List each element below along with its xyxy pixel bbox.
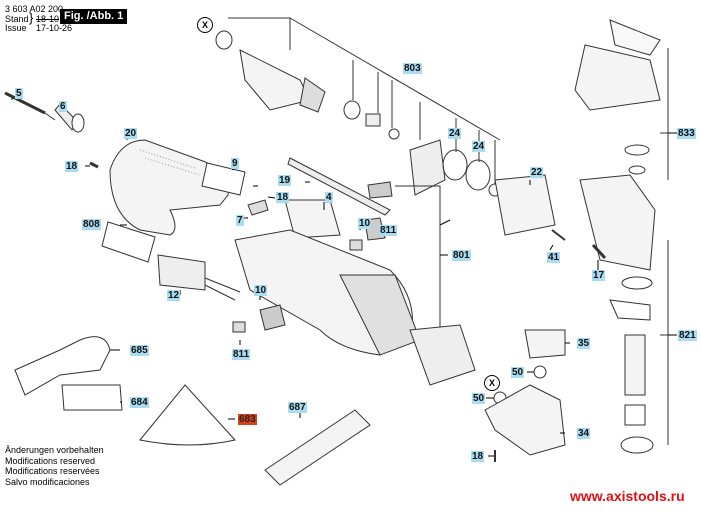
part-label-20[interactable]: 20 bbox=[124, 128, 138, 139]
gear-head-34 bbox=[484, 384, 566, 456]
part-label-24[interactable]: 24 bbox=[472, 141, 486, 152]
website-link[interactable]: www.axistools.ru bbox=[570, 488, 685, 504]
suppressor-12 bbox=[157, 254, 206, 291]
part-label-22[interactable]: 22 bbox=[530, 167, 544, 178]
note-en: Modifications reserved bbox=[5, 455, 96, 466]
part-label-10[interactable]: 10 bbox=[254, 285, 268, 296]
rear-housing bbox=[109, 139, 229, 236]
part-label-34[interactable]: 34 bbox=[577, 428, 591, 439]
pin-41 bbox=[551, 229, 566, 241]
switch-button bbox=[367, 181, 393, 199]
note-es: Salvo modificaciones bbox=[5, 476, 90, 487]
issue-label: Issue bbox=[5, 23, 27, 33]
bracket-821 bbox=[660, 240, 669, 445]
part-label-5[interactable]: 5 bbox=[15, 88, 23, 99]
wires bbox=[204, 277, 241, 301]
brush-holder bbox=[259, 304, 286, 331]
figure-title: Fig. /Abb. 1 bbox=[60, 9, 128, 24]
part-label-41[interactable]: 41 bbox=[547, 252, 561, 263]
part-label-685[interactable]: 685 bbox=[130, 345, 149, 356]
nut-50 bbox=[533, 365, 547, 379]
part-label-808[interactable]: 808 bbox=[82, 219, 101, 230]
disclaimer-notes: Änderungen vorbehalten Modifications res… bbox=[5, 445, 104, 487]
part-label-687[interactable]: 687 bbox=[288, 402, 307, 413]
part-label-811[interactable]: 811 bbox=[232, 349, 251, 360]
stand-label: Stand bbox=[5, 14, 29, 24]
field-winding bbox=[409, 324, 476, 386]
part-label-18[interactable]: 18 bbox=[276, 192, 290, 203]
bracket-line bbox=[228, 17, 291, 50]
part-number: 3 603 A02 200 bbox=[5, 4, 64, 14]
screw-18 bbox=[89, 161, 99, 169]
label-sheet-808 bbox=[101, 221, 156, 263]
brace: } bbox=[29, 10, 34, 25]
cap-lever bbox=[609, 19, 661, 56]
part-label-7[interactable]: 7 bbox=[236, 215, 244, 226]
part-label-18[interactable]: 18 bbox=[471, 451, 485, 462]
bearing bbox=[620, 436, 654, 454]
marker-x: X bbox=[484, 375, 500, 391]
auxiliary-handle bbox=[264, 409, 371, 486]
part-label-18[interactable]: 18 bbox=[65, 161, 79, 172]
sleeve bbox=[624, 404, 646, 426]
ring bbox=[628, 165, 646, 175]
part-label-4[interactable]: 4 bbox=[325, 192, 333, 203]
o-ring bbox=[465, 159, 491, 191]
label-sheet-9 bbox=[201, 162, 246, 196]
part-label-50[interactable]: 50 bbox=[472, 393, 486, 404]
dust-extraction-adapter bbox=[14, 336, 111, 396]
part-label-803[interactable]: 803 bbox=[403, 63, 422, 74]
bracket-line bbox=[289, 17, 501, 141]
part-label-24[interactable]: 24 bbox=[448, 128, 462, 139]
note-de: Änderungen vorbehalten bbox=[5, 445, 104, 455]
carbon-brush bbox=[232, 321, 246, 333]
front-cap bbox=[574, 44, 661, 111]
spindle bbox=[624, 334, 646, 396]
switch-module bbox=[284, 199, 341, 239]
note-fr: Modifications reservées bbox=[5, 466, 100, 476]
part-label-801[interactable]: 801 bbox=[452, 250, 471, 261]
part-label-19[interactable]: 19 bbox=[278, 175, 292, 186]
ring bbox=[621, 276, 653, 290]
part-label-6[interactable]: 6 bbox=[59, 101, 67, 112]
cover-35 bbox=[524, 329, 566, 359]
part-label-683[interactable]: 683 bbox=[238, 414, 257, 425]
part-label-50[interactable]: 50 bbox=[511, 367, 525, 378]
part-label-35[interactable]: 35 bbox=[577, 338, 591, 349]
part-label-17[interactable]: 17 bbox=[592, 270, 606, 281]
part-label-12[interactable]: 12 bbox=[167, 290, 181, 301]
part-label-10[interactable]: 10 bbox=[358, 218, 372, 229]
housing-22 bbox=[494, 174, 556, 236]
ring bbox=[624, 144, 650, 156]
screw-17 bbox=[591, 243, 607, 260]
part-label-811[interactable]: 811 bbox=[379, 225, 398, 236]
gear-housing bbox=[579, 174, 656, 271]
carbon-brush bbox=[349, 239, 363, 251]
armature bbox=[215, 30, 400, 140]
sanding-plate bbox=[139, 384, 236, 446]
wrench bbox=[609, 299, 651, 321]
bracket-833 bbox=[660, 48, 669, 180]
issue-value: 17-10-26 bbox=[36, 23, 73, 33]
switch-rod bbox=[287, 157, 391, 216]
part-label-821[interactable]: 821 bbox=[678, 330, 697, 341]
part-label-833[interactable]: 833 bbox=[677, 128, 696, 139]
adapter-ring bbox=[61, 384, 123, 411]
bracket-801 bbox=[395, 185, 441, 330]
o-ring bbox=[442, 149, 468, 181]
stand-value: 18-10 bbox=[36, 14, 60, 24]
marker-x: X bbox=[197, 17, 213, 33]
part-label-9[interactable]: 9 bbox=[231, 158, 239, 169]
clamp-7 bbox=[247, 199, 269, 216]
part-label-684[interactable]: 684 bbox=[130, 397, 149, 408]
fan-baffle bbox=[409, 139, 446, 196]
